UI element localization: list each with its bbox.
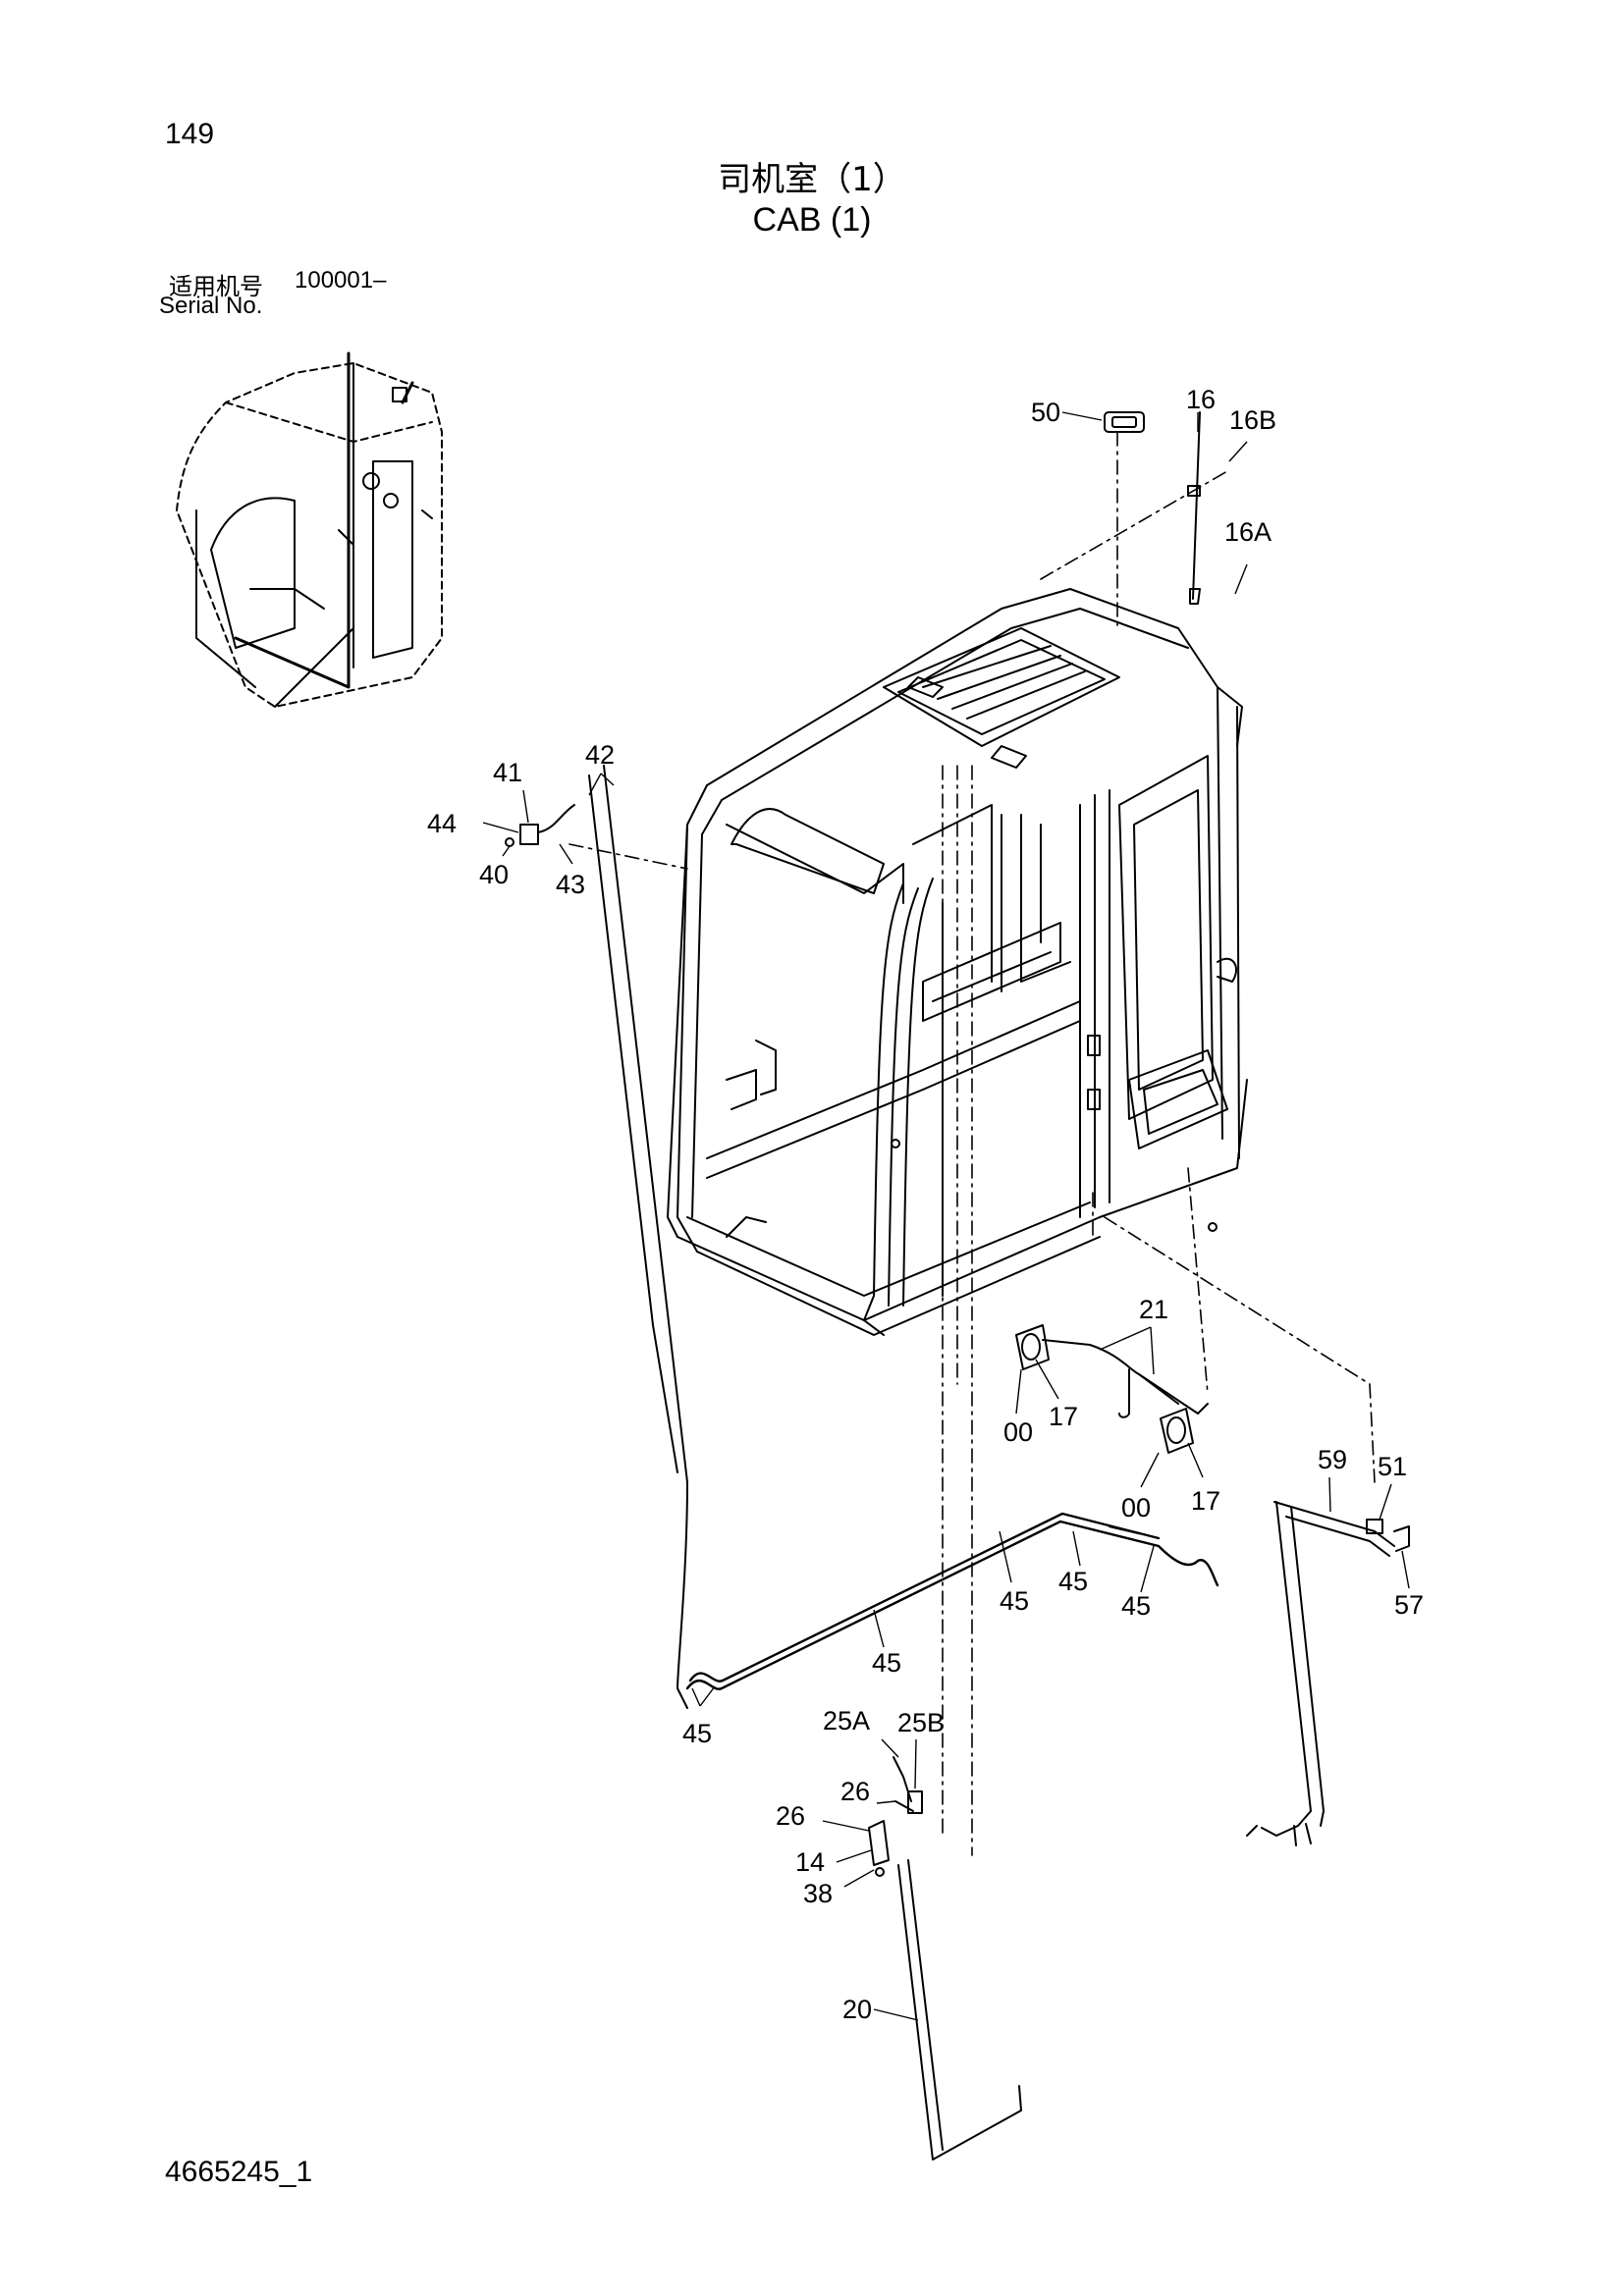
callout-14: 14 bbox=[795, 1847, 825, 1877]
callout-20: 20 bbox=[842, 1995, 872, 2024]
callout-00-right: 00 bbox=[1121, 1493, 1151, 1522]
speaker-17-left bbox=[1015, 1324, 1050, 1370]
callout-51: 51 bbox=[1378, 1452, 1407, 1481]
callout-41: 41 bbox=[493, 758, 522, 787]
page-title-english: CAB (1) bbox=[752, 201, 872, 239]
harness-21 bbox=[1042, 1339, 1209, 1418]
callout-40: 40 bbox=[479, 860, 509, 889]
callout-45-d: 45 bbox=[872, 1648, 901, 1678]
harness-42 bbox=[588, 765, 688, 1709]
callout-50: 50 bbox=[1031, 398, 1060, 427]
serial-label-chinese: 适用机号 bbox=[169, 273, 263, 300]
callout-45-a: 45 bbox=[1000, 1586, 1029, 1616]
callout-16b: 16B bbox=[1229, 405, 1276, 435]
callout-59: 59 bbox=[1318, 1445, 1347, 1474]
callout-45-c: 45 bbox=[1121, 1591, 1151, 1621]
callout-43: 43 bbox=[556, 870, 585, 899]
callout-44: 44 bbox=[427, 809, 457, 838]
callout-45-e: 45 bbox=[682, 1719, 712, 1748]
serial-number-value: 100001– bbox=[295, 267, 387, 294]
callout-17-left: 17 bbox=[1049, 1402, 1078, 1431]
callout-16a: 16A bbox=[1224, 517, 1272, 547]
callout-16: 16 bbox=[1186, 385, 1216, 414]
switch-plate-26 bbox=[868, 1820, 890, 1877]
callout-25b: 25B bbox=[897, 1708, 945, 1737]
harness-59 bbox=[1246, 1501, 1395, 1846]
callout-00-left: 00 bbox=[1003, 1417, 1033, 1447]
page-number: 149 bbox=[165, 118, 215, 150]
callout-25a: 25A bbox=[823, 1706, 870, 1735]
callout-42: 42 bbox=[585, 740, 615, 770]
antenna-16 bbox=[1187, 411, 1201, 605]
callout-26-right: 26 bbox=[840, 1777, 870, 1806]
document-id: 4665245_1 bbox=[165, 2156, 313, 2188]
callout-21: 21 bbox=[1139, 1295, 1168, 1324]
overview-cab-thumbnail bbox=[176, 351, 443, 708]
callout-57: 57 bbox=[1394, 1590, 1424, 1620]
speaker-17-right bbox=[1160, 1408, 1194, 1454]
callout-38: 38 bbox=[803, 1879, 833, 1908]
phantom-lines bbox=[568, 431, 1376, 1856]
callout-17-right: 17 bbox=[1191, 1486, 1220, 1516]
interior-light-50 bbox=[1104, 411, 1145, 433]
serial-label-english: Serial No. bbox=[159, 293, 263, 319]
callout-45-b: 45 bbox=[1058, 1567, 1088, 1596]
harness-20 bbox=[897, 1859, 1022, 2161]
clip-51-57 bbox=[1366, 1519, 1410, 1552]
cab-frame bbox=[667, 588, 1248, 1336]
switch-25 bbox=[893, 1756, 923, 1814]
page-title-chinese: 司机室（1） bbox=[718, 160, 906, 199]
callout-26-left: 26 bbox=[776, 1801, 805, 1831]
harness-45 bbox=[685, 1512, 1219, 1690]
connector-41-44 bbox=[505, 804, 575, 847]
